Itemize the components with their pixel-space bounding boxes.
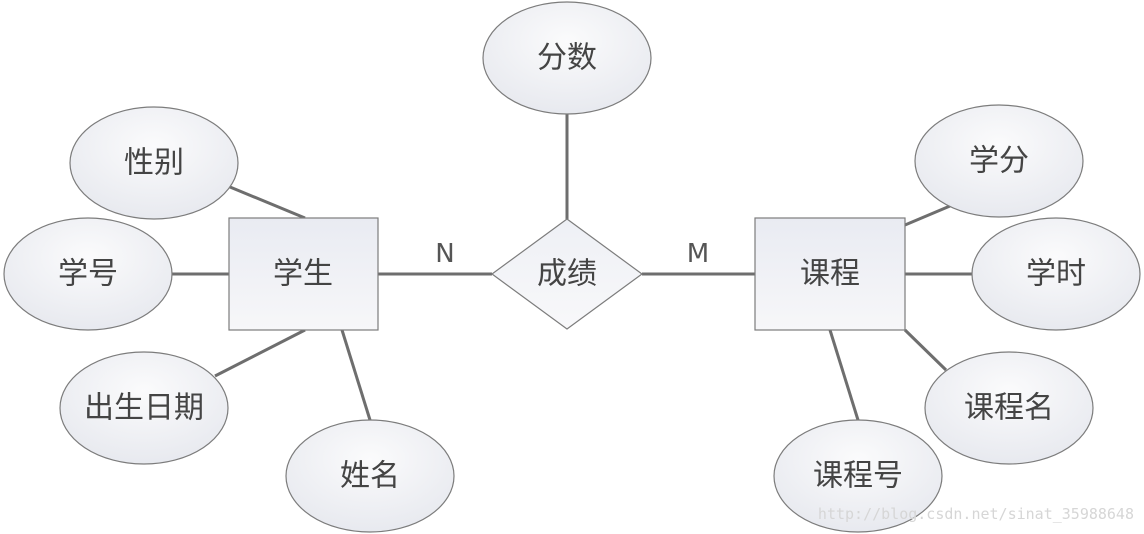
entity-course: 课程	[754, 217, 906, 331]
attribute-oval	[924, 351, 1094, 465]
attribute-credit: 学分	[914, 104, 1084, 218]
attribute-course-id: 课程号	[773, 419, 943, 533]
attribute-oval	[285, 419, 455, 533]
attribute-label: 课程名	[964, 391, 1054, 426]
attribute-course-name: 课程名	[924, 351, 1094, 465]
attribute-student-id: 学号	[3, 217, 173, 331]
attribute-oval	[69, 106, 239, 220]
attribute-oval	[773, 419, 943, 533]
connector-birthdate-student	[214, 328, 306, 378]
connector-credit-course	[904, 204, 951, 227]
attribute-hours: 学时	[971, 217, 1141, 331]
attribute-oval	[3, 217, 173, 331]
cardinality-course-side: M	[687, 239, 709, 269]
connector-courseid-course	[828, 329, 860, 421]
attribute-label: 性别	[124, 146, 184, 181]
relationship-grade: 成绩	[490, 218, 644, 330]
attribute-label: 学分	[969, 144, 1029, 179]
watermark-text: http://blog.csdn.net/sinat_35988648	[818, 505, 1134, 523]
entity-box	[228, 217, 379, 331]
connector-coursename-course	[903, 328, 948, 372]
connectors	[172, 113, 972, 421]
entity-label: 课程	[800, 257, 860, 292]
connector-gender-student	[229, 185, 306, 220]
relationship-label: 成绩	[537, 257, 597, 292]
attribute-oval	[914, 104, 1084, 218]
attribute-oval	[59, 351, 229, 465]
attribute-oval	[971, 217, 1141, 331]
entity-student: 学生	[228, 217, 379, 331]
attribute-label: 姓名	[340, 459, 400, 494]
attribute-label: 分数	[537, 41, 597, 76]
attribute-oval	[482, 1, 652, 115]
entity-box	[754, 217, 906, 331]
connector-name-student	[340, 329, 372, 421]
cardinality-student-side: N	[435, 239, 454, 269]
attribute-label: 学时	[1026, 257, 1086, 292]
attribute-name: 姓名	[285, 419, 455, 533]
attribute-birth-date: 出生日期	[59, 351, 229, 465]
attribute-score: 分数	[482, 1, 652, 115]
attribute-label: 出生日期	[84, 391, 204, 426]
entity-label: 学生	[273, 257, 333, 292]
attribute-gender: 性别	[69, 106, 239, 220]
attribute-label: 课程号	[813, 459, 903, 494]
relationship-diamond	[490, 218, 644, 330]
attribute-label: 学号	[58, 257, 118, 292]
